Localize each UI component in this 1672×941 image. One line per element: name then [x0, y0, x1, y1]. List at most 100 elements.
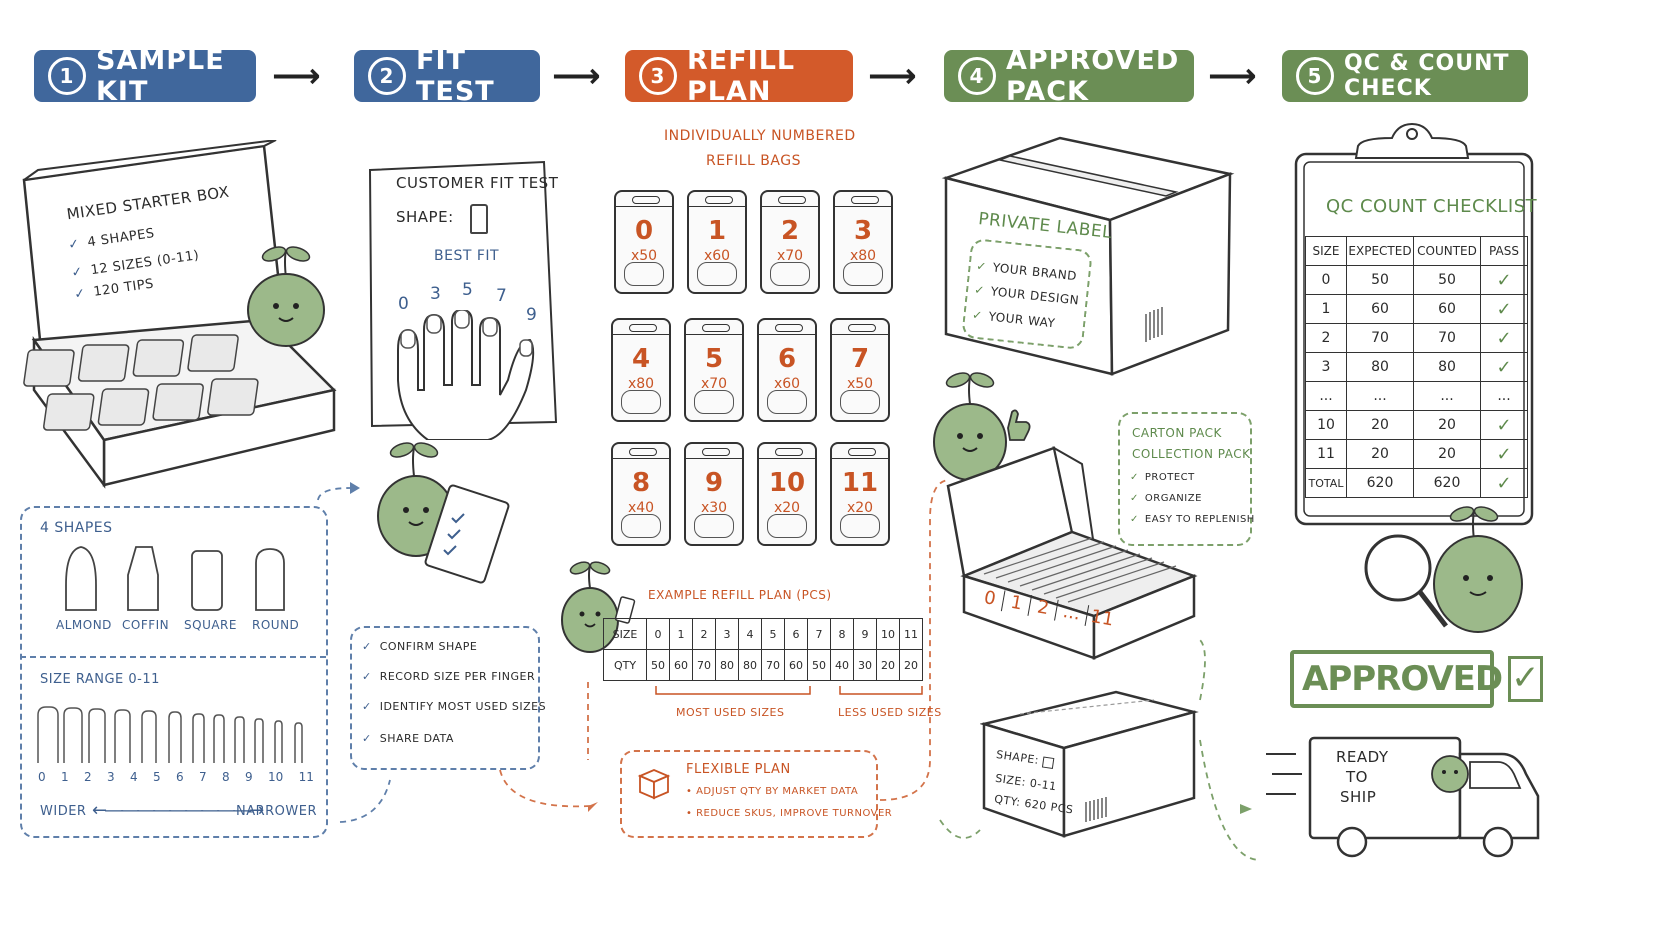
check-icon: ✓ [1130, 472, 1139, 483]
size-number: 4 [130, 770, 138, 784]
check-icon: ✓ [971, 307, 984, 323]
table-row: 0 50 50 ✓ [1305, 265, 1528, 295]
table-cell: TOTAL [1305, 468, 1347, 498]
finger-size-label: 9 [526, 305, 537, 325]
refill-title-line1: INDIVIDUALLY NUMBERED [664, 128, 856, 144]
finger-size-label: 7 [496, 286, 507, 306]
tray-label: 0 [975, 585, 1006, 612]
finger-size-label: 5 [462, 280, 473, 300]
step-number: 5 [1296, 57, 1334, 95]
box-icon [637, 769, 671, 800]
table-cell: 80 [738, 649, 762, 681]
truck-text-line: TO [1346, 768, 1368, 786]
approved-stamp: APPROVED ✓ [1290, 650, 1543, 708]
table-header: SIZE [1305, 236, 1347, 266]
flow-arrow-icon: ⟶ [868, 56, 917, 96]
pass-check-icon: ✓ [1480, 323, 1528, 353]
table-cell: ... [1480, 381, 1528, 411]
step-4-approved-pack: 4 APPROVED PACK [944, 45, 1194, 107]
collection-tray-box-illustration [946, 446, 1198, 660]
step-number: 2 [368, 57, 406, 95]
flexible-plan-item: • REDUCE SKUS, IMPROVE TURNOVER [686, 808, 893, 819]
nail-size-tips-illustration [37, 706, 303, 763]
check-icon: ✓ [1130, 514, 1139, 525]
table-cell: 620 [1413, 468, 1481, 498]
table-cell: 70 [761, 649, 785, 681]
table-cell: 50 [1413, 265, 1481, 295]
table-cell: 70 [1346, 323, 1414, 353]
table-cell: 50 [1346, 265, 1414, 295]
table-cell: 60 [1413, 294, 1481, 324]
flow-arrow-icon: ⟶ [272, 56, 321, 96]
table-cell: 9 [853, 618, 877, 650]
size-number: 9 [245, 770, 253, 784]
collection-pack-title: COLLECTION PACK [1132, 447, 1251, 461]
step-label: QC & COUNT CHECK [1344, 51, 1510, 101]
fit-test-checklist-item: ✓RECORD SIZE PER FINGER [362, 670, 536, 683]
wider-label: WIDER [40, 804, 87, 819]
table-cell: ... [1346, 381, 1414, 411]
carton-pack-item: ✓PROTECT [1130, 472, 1195, 483]
size-number: 7 [199, 770, 207, 784]
table-cell: ... [1305, 381, 1347, 411]
size-number: 10 [268, 770, 284, 784]
pass-check-icon: ✓ [1480, 439, 1528, 469]
check-icon: ✓ [362, 732, 372, 745]
hand-illustration [397, 310, 535, 440]
table-cell: 0 [646, 618, 670, 650]
table-cell: 60 [1346, 294, 1414, 324]
table-total-row: TOTAL 620 620 ✓ [1305, 468, 1528, 498]
table-cell: 3 [1305, 352, 1347, 382]
size-number-row: 0 1 2 3 4 5 6 7 8 9 10 11 [38, 770, 314, 784]
flexible-plan-panel [620, 750, 878, 838]
sprout-mascot-icon [247, 246, 325, 347]
panel-divider [20, 656, 326, 658]
table-row-label: QTY [603, 649, 647, 681]
nail-shapes-illustration [65, 546, 285, 611]
carton-pack-item: ✓EASY TO REPLENISH [1130, 514, 1255, 525]
table-cell: 20 [1346, 410, 1414, 440]
shape-label-round: ROUND [252, 618, 300, 632]
table-cell: 1 [669, 618, 693, 650]
size-number: 0 [38, 770, 46, 784]
shape-label-coffin: COFFIN [122, 618, 170, 632]
table-cell: 80 [1413, 352, 1481, 382]
table-cell: 70 [1413, 323, 1481, 353]
table-cell: 620 [1346, 468, 1414, 498]
most-used-label: MOST USED SIZES [676, 706, 785, 719]
check-icon: ✓ [362, 670, 372, 683]
narrower-label: NARROWER [236, 804, 318, 819]
table-cell: 5 [761, 618, 785, 650]
refill-title-line2: REFILL BAGS [706, 153, 801, 169]
fit-test-checklist-panel [350, 626, 540, 770]
table-cell: 8 [830, 618, 854, 650]
flexible-plan-item: • ADJUST QTY BY MARKET DATA [686, 786, 859, 797]
shapes-sizes-panel [20, 506, 328, 838]
shapes-title: 4 SHAPES [40, 520, 113, 536]
pass-check-icon: ✓ [1480, 468, 1528, 498]
shipping-box-illustration [980, 690, 1199, 838]
step-number: 1 [48, 57, 86, 95]
table-cell: 6 [784, 618, 808, 650]
best-fit-label: BEST FIT [434, 248, 500, 264]
table-header: EXPECTED [1346, 236, 1414, 266]
carton-pack-panel [1118, 412, 1252, 546]
check-icon: ✓ [1508, 656, 1543, 702]
size-number: 3 [107, 770, 115, 784]
refill-plan-table-title: EXAMPLE REFILL PLAN (PCS) [648, 588, 832, 602]
table-row: SIZE 0 1 2 3 4 5 6 7 8 9 10 11 [603, 618, 923, 650]
checkbox-icon [1042, 756, 1055, 769]
table-row: 2 70 70 ✓ [1305, 323, 1528, 353]
table-cell: 20 [1413, 410, 1481, 440]
check-icon: ✓ [362, 640, 372, 653]
table-cell: 50 [646, 649, 670, 681]
qc-count-table: SIZE EXPECTED COUNTED PASS 0 50 50 ✓ 1 6… [1305, 236, 1528, 498]
sprout-mascot-magnifier-icon [1364, 506, 1523, 633]
size-number: 5 [153, 770, 161, 784]
pass-check-icon: ✓ [1480, 352, 1528, 382]
